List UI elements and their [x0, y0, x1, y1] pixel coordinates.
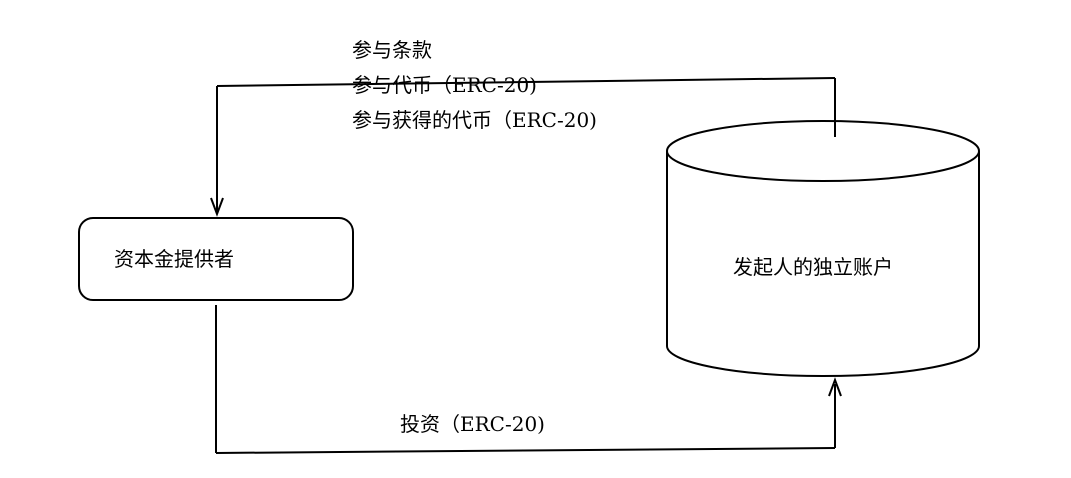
- flow-label-participation-token: 参与代币（ERC-20): [352, 73, 537, 97]
- account-cylinder: [666, 120, 980, 377]
- provider-box: [78, 217, 354, 301]
- top-flow-arrow: [210, 77, 836, 217]
- flow-label-earned-token: 参与获得的代币（ERC-20): [352, 108, 597, 132]
- flow-label-investment: 投资（ERC-20): [400, 412, 545, 436]
- flow-label-participation-terms: 参与条款: [352, 38, 432, 62]
- node-label-capital-provider: 资本金提供者: [114, 247, 234, 271]
- node-label-independent-account: 发起人的独立账户: [733, 255, 893, 279]
- bottom-flow-arrow: [215, 305, 842, 454]
